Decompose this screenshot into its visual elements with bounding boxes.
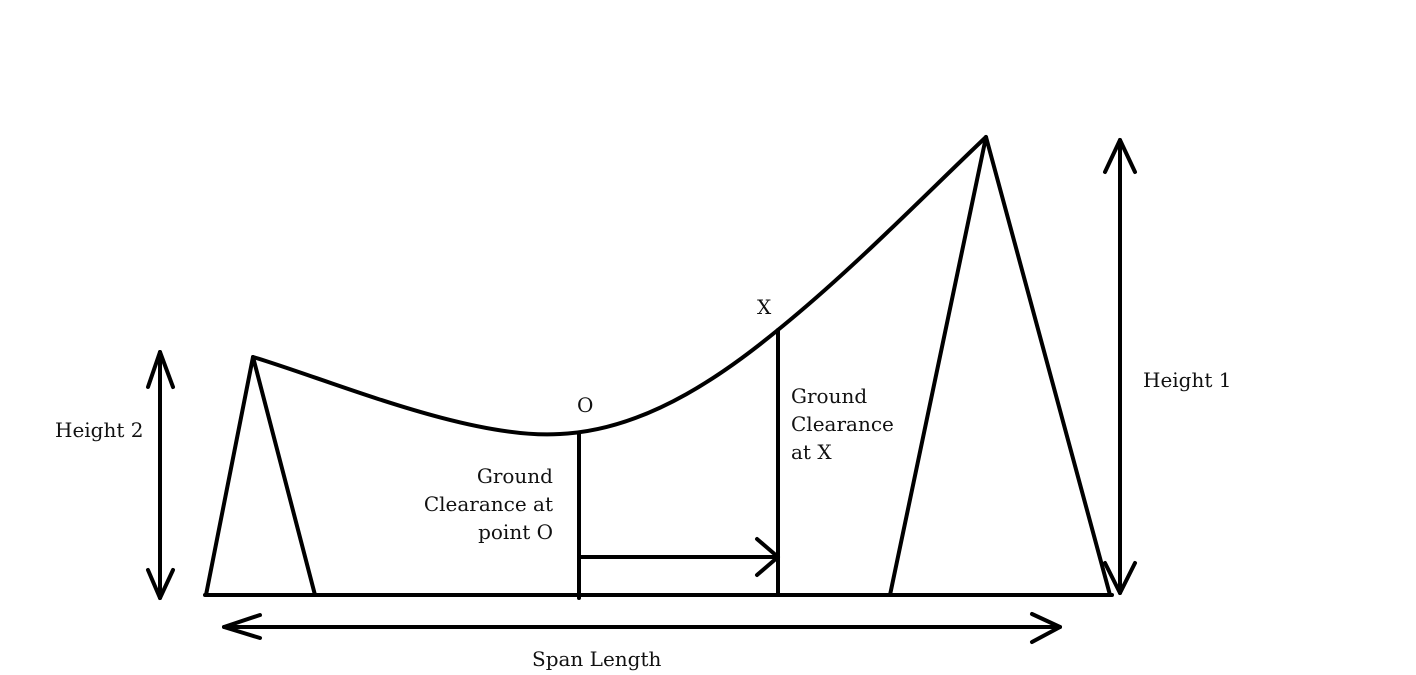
clearance-x-line-1: Ground [791,384,868,408]
point-o-label: O [577,393,594,417]
clearance-x-line-2: Clearance [791,412,894,436]
height-2-label: Height 2 [55,418,144,442]
clearance-o-line-3: point O [478,520,553,544]
span-length-label: Span Length [532,647,662,671]
clearance-o-label: Ground Clearance at point O [410,462,553,546]
conductor-curve [251,135,988,437]
clearance-x-label: Ground Clearance at X [791,382,894,466]
height-2-arrow-top [146,350,175,389]
clearance-o-line-2: Clearance at [423,492,553,516]
clearance-o-line-1: Ground [476,464,553,488]
clearance-x-line-3: at X [791,440,832,464]
height-1-arrow-bottom [1103,561,1137,595]
span-arrow-left [222,613,262,640]
point-x-label: X [757,295,772,319]
right-tower [888,135,1112,597]
span-arrow-right [1030,612,1062,644]
height-2-arrow-bottom [146,568,175,600]
left-tower [204,355,317,597]
height-1-arrow-top [1103,138,1137,174]
height-1-label: Height 1 [1143,368,1232,392]
distance-arrow-head [755,537,780,577]
